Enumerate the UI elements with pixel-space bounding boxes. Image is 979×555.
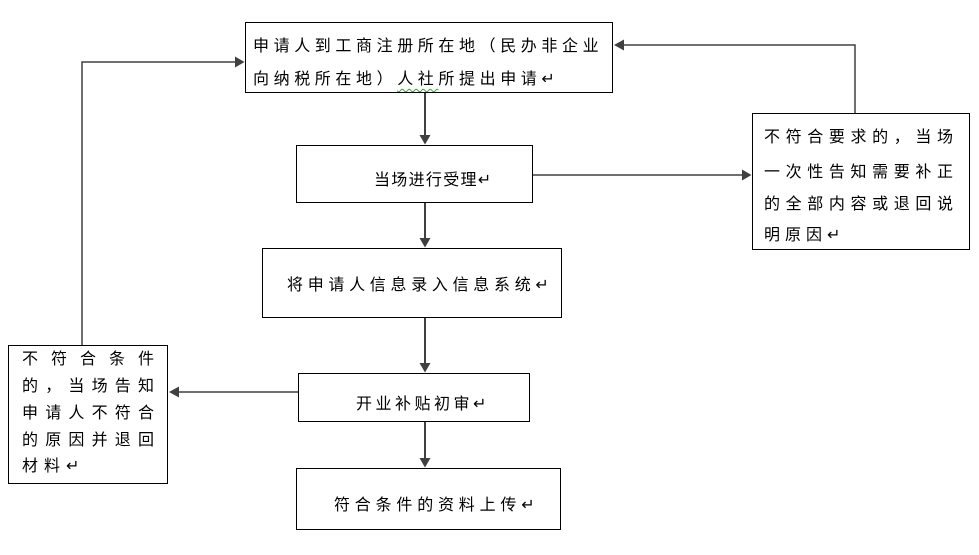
branch-correction-text-line-4: 明原因↵: [764, 225, 846, 244]
arrow-review-to-upload-head: [419, 458, 431, 468]
branch-correction-notice-box: 不符合要求的，当场 一次性告知需要补正 的全部内容或退回说 明原因↵: [752, 113, 970, 250]
branch-correction-text-line-2: 一次性告知需要补正: [764, 162, 958, 181]
arrow-review-to-return-head: [169, 386, 179, 398]
step-accept-text: 当场进行受理↵: [374, 170, 493, 189]
branch-return-text-line-2: 的，当场告知: [22, 376, 160, 395]
arrow-return-to-apply-line: [81, 61, 235, 345]
step-preliminary-review-box: 开业补贴初审↵: [298, 373, 530, 422]
step-apply-text-line-2: 向纳税所在地）人社所提出申请↵: [253, 69, 559, 89]
branch-return-text-line-4: 的原因并退回: [22, 430, 160, 449]
arrow-enter-info-to-review-head: [419, 363, 431, 373]
arrow-correction-to-apply-line: [624, 44, 856, 113]
step-accept-box: 当场进行受理↵: [296, 145, 533, 203]
arrow-apply-to-accept-head: [419, 135, 431, 145]
step-preliminary-review-text: 开业补贴初审↵: [356, 394, 490, 413]
branch-correction-text-line-1: 不符合要求的，当场: [764, 127, 958, 146]
step-apply-text-line-1: 申请人到工商注册所在地（民办非企业: [253, 36, 604, 55]
branch-return-text-line-1: 不符合条件: [22, 349, 160, 368]
branch-return-text-line-3: 申请人不符合: [22, 403, 160, 422]
branch-return-materials-box: 不符合条件 的，当场告知 申请人不符合 的原因并退回 材料↵: [8, 345, 168, 484]
step-apply-box: 申请人到工商注册所在地（民办非企业 向纳税所在地）人社所提出申请↵: [245, 22, 613, 93]
arrow-accept-to-correction-head: [742, 169, 752, 181]
step-enter-info-box: 将申请人信息录入信息系统↵: [262, 248, 562, 318]
arrow-return-to-apply-head: [235, 56, 245, 68]
step-enter-info-text: 将申请人信息录入信息系统↵: [287, 275, 554, 294]
step-upload-box: 符合条件的资料上传↵: [296, 468, 561, 530]
arrow-correction-to-apply-head: [614, 39, 624, 51]
branch-correction-text-line-3: 的全部内容或退回说: [764, 194, 958, 213]
arrow-accept-to-enter-info-head: [419, 238, 431, 248]
step-upload-text: 符合条件的资料上传↵: [334, 495, 540, 514]
branch-return-text-line-5: 材料↵: [22, 456, 86, 475]
step-apply-text-line-2-end: 所提出申请↵: [438, 69, 560, 88]
step-apply-text-line-2-start: 向纳税所在地）: [253, 69, 398, 88]
spellcheck-flagged-text: 人社: [397, 69, 439, 88]
